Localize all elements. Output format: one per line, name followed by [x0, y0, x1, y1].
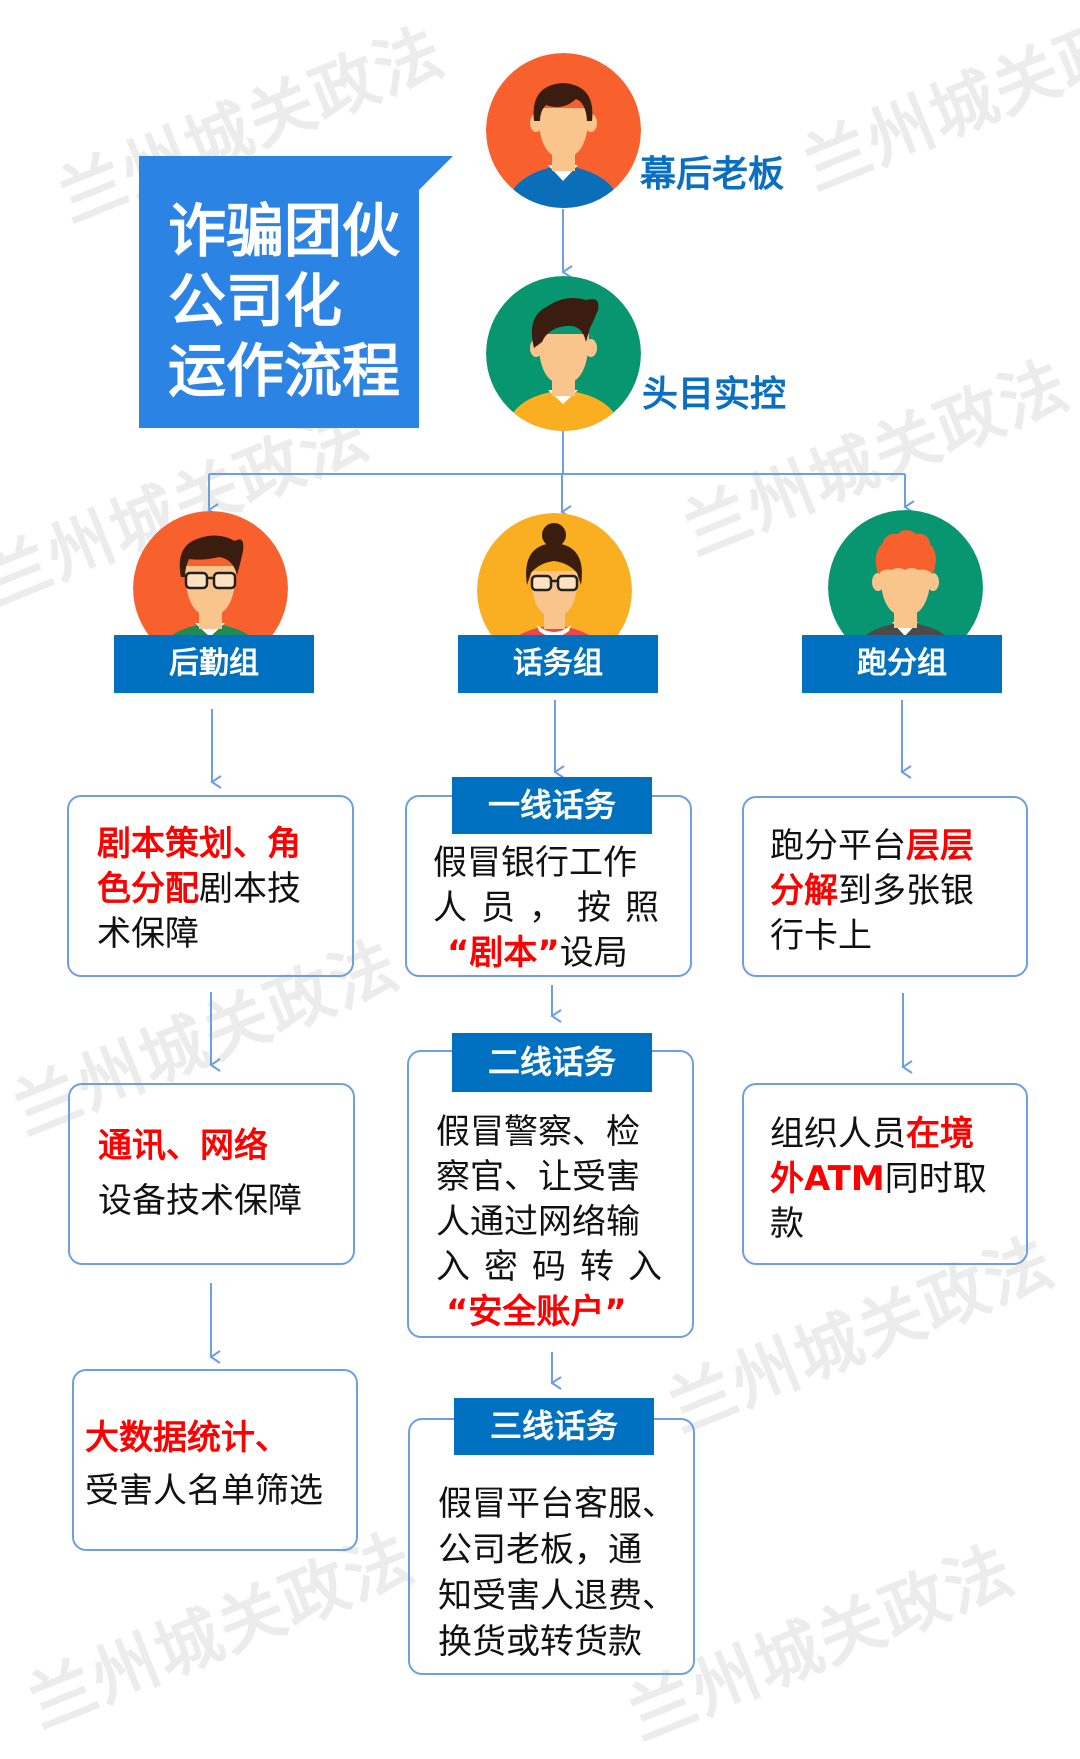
text-segment: 人通过网络输	[436, 1202, 640, 1242]
text-segment: 假冒警察、检	[436, 1112, 640, 1152]
text-segment: 剧本技	[199, 869, 301, 909]
logistics-box-2-text: 通讯、网络 设备技术保障	[98, 1124, 302, 1224]
laundering-box-2	[742, 1083, 1028, 1265]
text-segment: 设备技术保障	[98, 1181, 302, 1221]
laundering-box-1	[742, 796, 1028, 977]
text-segment: 到多张银	[838, 871, 974, 911]
logistics-box-1-text: 剧本策划、角 色分配剧本技 术保障	[97, 822, 301, 957]
text-segment: 术保障	[97, 914, 199, 954]
text-segment: 公司老板，通	[438, 1530, 642, 1570]
group-label-calls: 话务组	[458, 635, 658, 693]
text-segment: 款	[770, 1204, 804, 1244]
text-segment: 换货或转货款	[438, 1622, 642, 1662]
text-segment: 组织人员	[770, 1114, 906, 1154]
logistics-box-2	[68, 1083, 355, 1265]
text-segment: 同时取	[884, 1159, 987, 1199]
calls-box-2-text: 假冒警察、检 察官、让受害 人通过网络输 入密码转入 “安全账户”	[436, 1110, 666, 1335]
text-segment: 设局	[559, 933, 628, 973]
title-box	[139, 156, 453, 428]
text-segment: 人员，按照	[433, 888, 673, 928]
laundering-box-1-text: 跑分平台层层 分解到多张银 行卡上	[770, 824, 974, 959]
text-segment: 受害人名单筛选	[85, 1471, 323, 1511]
calls-box-3-header: 三线话务	[454, 1398, 654, 1455]
title-line: 公司化	[168, 267, 343, 335]
title-line: 运作流程	[168, 337, 401, 405]
text-segment: 知受害人退费、	[438, 1576, 676, 1616]
group-label-logistics: 后勤组	[114, 635, 314, 693]
text-segment: 在境	[906, 1114, 974, 1154]
text-segment: “安全账户”	[446, 1292, 627, 1332]
text-segment: 跑分平台	[770, 826, 906, 866]
text-segment: “剧本”	[447, 933, 560, 973]
group-label-laundering: 跑分组	[802, 635, 1002, 693]
boss-label: 幕后老板	[640, 154, 785, 195]
calls-box-2-header: 二线话务	[452, 1033, 652, 1092]
connector-lines	[207, 209, 915, 1390]
text-segment: 分解	[770, 871, 838, 911]
controller-label: 头目实控	[642, 374, 787, 415]
text-segment: 假冒平台客服、	[438, 1484, 676, 1524]
text-segment: 察官、让受害	[436, 1157, 640, 1197]
text-segment: 色分配	[97, 869, 199, 909]
logistics-box-1	[67, 795, 354, 977]
calls-box-1-text: 假冒银行工作 人员，按照 “剧本”设局	[433, 841, 663, 976]
logistics-box-3-text: 大数据统计、 受害人名单筛选	[85, 1416, 323, 1514]
text-segment: 大数据统计、	[85, 1418, 289, 1458]
calls-box-1-header: 一线话务	[452, 777, 652, 834]
text-segment: 层层	[906, 826, 974, 866]
laundering-box-2-text: 组织人员在境 外ATM同时取 款	[770, 1112, 987, 1247]
text-segment: 假冒银行工作	[433, 843, 637, 883]
text-segment: 外ATM	[770, 1159, 885, 1199]
text-segment: 剧本策划、角	[97, 824, 301, 864]
logistics-box-3	[72, 1369, 358, 1551]
text-segment: 通讯、网络	[98, 1126, 268, 1166]
boss-avatar-icon	[486, 53, 641, 208]
page-title: 诈骗团伙 公司化 运作流程	[168, 196, 400, 406]
title-line: 诈骗团伙	[168, 197, 401, 265]
text-segment: 行卡上	[770, 916, 872, 956]
controller-avatar-icon	[486, 276, 641, 431]
text-segment: 入密码转入	[436, 1247, 676, 1287]
calls-box-3-text: 假冒平台客服、 公司老板，通 知受害人退费、 换货或转货款	[438, 1481, 676, 1665]
